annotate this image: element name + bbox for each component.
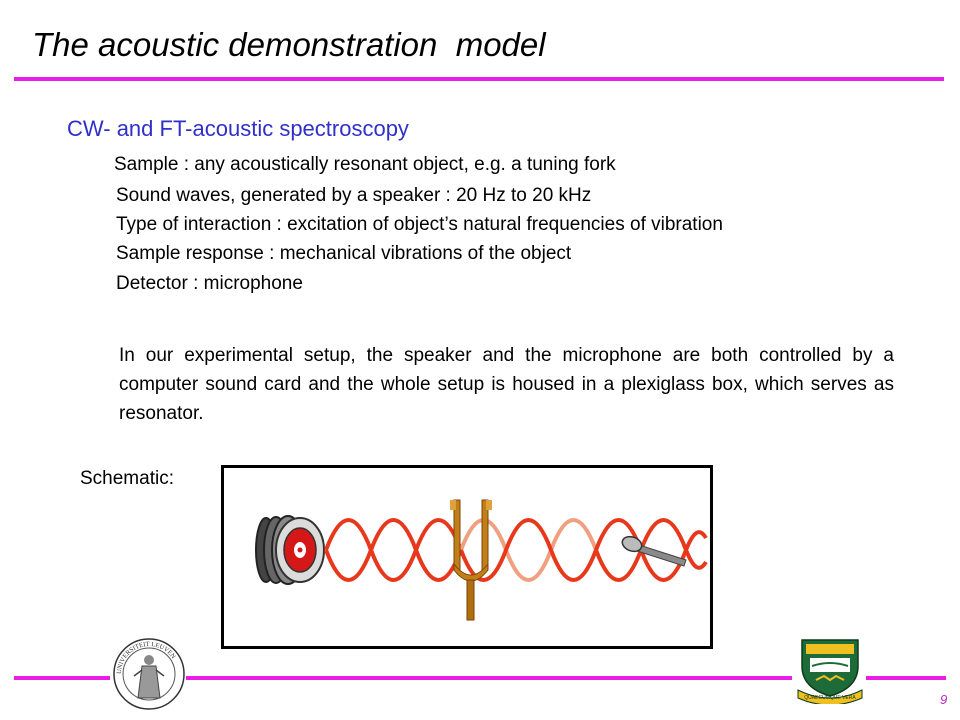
microphone-icon: [621, 535, 687, 567]
title-rule: [14, 77, 944, 81]
tuning-fork-icon: [450, 499, 492, 621]
footer-rule-middle: [186, 676, 792, 680]
schematic-box: [221, 465, 713, 649]
setup-paragraph: In our experimental setup, the speaker a…: [119, 345, 894, 424]
speaker-icon: [255, 515, 325, 585]
sound-wave-tail-b: [594, 518, 708, 582]
university-seal-icon: UNIVERSITEIT LEUVEN: [113, 638, 185, 710]
university-crest-icon: QUAECUMQUE VERA: [797, 639, 863, 704]
sound-wave-right: [324, 518, 463, 582]
schematic-label: Schematic:: [80, 468, 174, 489]
page-number: 9: [940, 692, 948, 707]
info-line-sound-waves: Sound waves, generated by a speaker : 20…: [116, 185, 592, 206]
sound-wave-strong-right: [459, 518, 598, 582]
info-line-interaction: Type of interaction : excitation of obje…: [116, 214, 723, 235]
info-line-detector: Detector : microphone: [116, 273, 303, 294]
slide-title: The acoustic demonstration model: [32, 26, 546, 63]
sound-wave-tail-a: [594, 518, 708, 582]
svg-text:QUAECUMQUE VERA: QUAECUMQUE VERA: [804, 695, 856, 701]
section-subtitle: CW- and FT-acoustic spectroscopy: [67, 116, 409, 141]
info-line-sample: Sample : any acoustically resonant objec…: [114, 154, 616, 175]
schematic-drawing: [255, 499, 708, 621]
sound-wave-left: [324, 518, 463, 582]
footer-rule-right: [866, 676, 946, 680]
footer-rule-left: [14, 676, 110, 680]
info-line-response: Sample response : mechanical vibrations …: [116, 243, 572, 264]
